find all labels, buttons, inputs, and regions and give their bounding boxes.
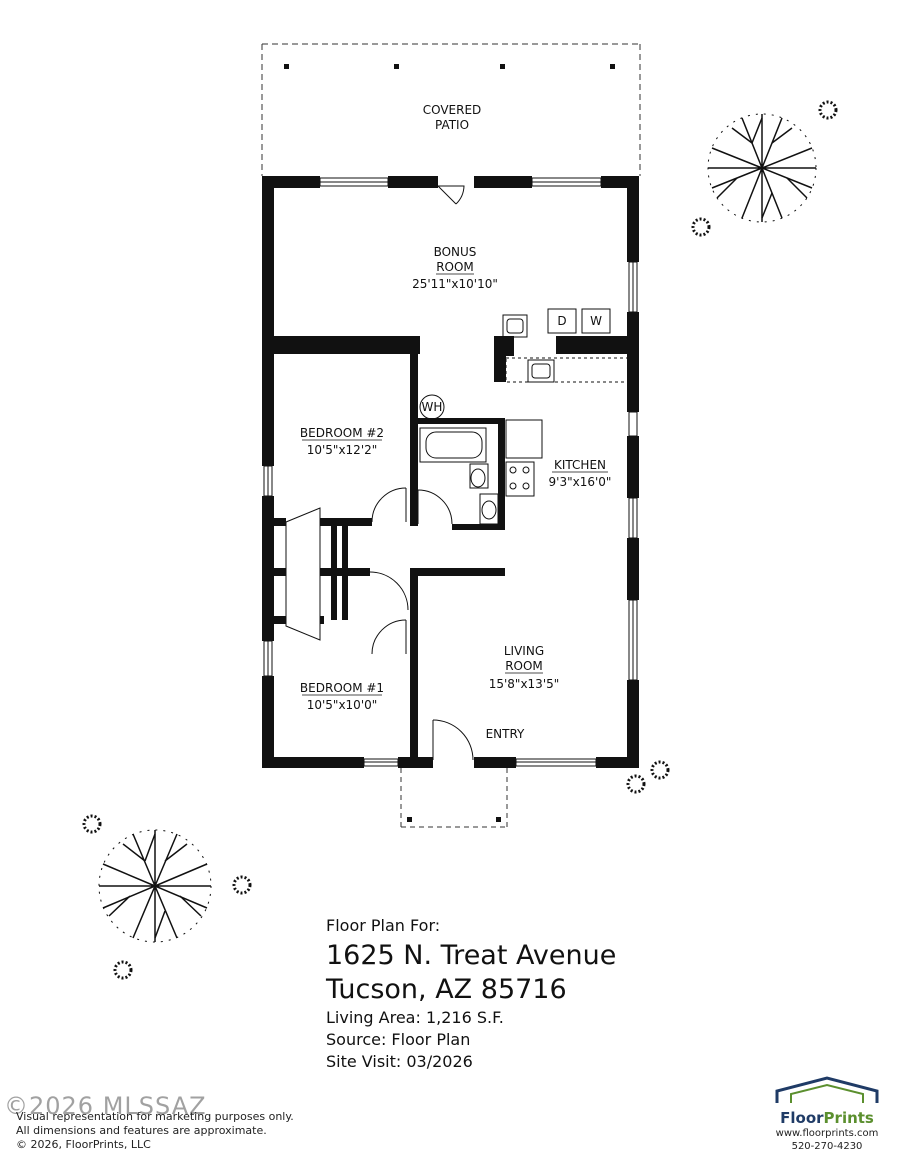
source: Source: Floor Plan	[326, 1030, 471, 1049]
laundry-fixtures	[419, 308, 611, 420]
doors	[285, 185, 474, 761]
porch-posts	[407, 817, 501, 822]
kitchen-counter	[505, 357, 629, 383]
tree-large-top-right	[707, 113, 817, 223]
disclaimer: Visual representation for marketing purp…	[16, 1110, 294, 1152]
mls-watermark: ©2026 MLSSAZ	[4, 1092, 207, 1120]
address-line-1: 1625 N. Treat Avenue	[326, 940, 617, 971]
water-heater-label: WH	[422, 400, 443, 414]
covered-patio-outline	[261, 43, 641, 176]
living-room-label-1: LIVING	[504, 644, 544, 658]
title-block: Floor Plan For: 1625 N. Treat Avenue Tuc…	[326, 915, 616, 1073]
brand-name-part1: Floor	[780, 1109, 824, 1127]
bonus-room-size: 25'11"x10'10"	[412, 277, 498, 291]
windows	[263, 177, 638, 767]
bedroom1-label: BEDROOM #1	[300, 681, 384, 695]
kitchen-size: 9'3"x16'0"	[549, 475, 612, 489]
living-area: Living Area: 1,216 S.F.	[326, 1008, 504, 1027]
site-visit: Site Visit: 03/2026	[326, 1052, 473, 1071]
kitchen-label: KITCHEN	[554, 458, 606, 472]
living-room-size: 15'8"x13'5"	[489, 677, 560, 691]
laundry-sink	[502, 314, 528, 338]
disclaimer-line-2: All dimensions and features are approxim…	[16, 1124, 267, 1137]
entry-label: ENTRY	[486, 727, 525, 741]
bedroom1-size: 10'5"x10'0"	[307, 698, 378, 712]
living-room-label-2: ROOM	[505, 659, 543, 673]
kitchen-sink	[527, 359, 555, 383]
refrigerator	[505, 419, 543, 459]
bonus-room-label-2: ROOM	[436, 260, 474, 274]
bonus-room-label-1: BONUS	[434, 245, 477, 259]
washer	[581, 308, 611, 334]
patio-label-1: COVERED	[423, 103, 482, 117]
brand-website: www.floorprints.com	[775, 1128, 879, 1139]
tree-large-bottom-left	[98, 829, 212, 943]
bedroom2-label: BEDROOM #2	[300, 426, 384, 440]
disclaimer-line-1: Visual representation for marketing purp…	[16, 1110, 294, 1123]
house-roof-icon	[775, 1076, 879, 1103]
water-heater	[419, 394, 445, 420]
brand-phone: 520-270-4230	[791, 1141, 863, 1152]
dryer	[547, 308, 577, 334]
title-heading: Floor Plan For:	[326, 916, 441, 935]
kitchen-fixtures	[505, 357, 629, 497]
disclaimer-line-3: © 2026, FloorPrints, LLC	[16, 1138, 151, 1151]
bathtub	[419, 427, 487, 463]
patio-label-2: PATIO	[435, 118, 469, 132]
brand-name: FloorPrints	[762, 1109, 892, 1127]
brand-name-part2: Prints	[823, 1109, 874, 1127]
dryer-label: D	[557, 314, 566, 328]
bathroom-fixtures	[419, 427, 499, 525]
shrubs	[82, 100, 838, 980]
range	[505, 461, 535, 497]
brand-logo: FloorPrints www.floorprints.com 520-270-…	[762, 1075, 892, 1153]
address-line-2: Tucson, AZ 85716	[326, 974, 567, 1005]
patio-posts	[284, 64, 615, 69]
bedroom2-size: 10'5"x12'2"	[307, 443, 378, 457]
washer-label: W	[590, 314, 602, 328]
entry-porch-outline	[400, 768, 508, 828]
